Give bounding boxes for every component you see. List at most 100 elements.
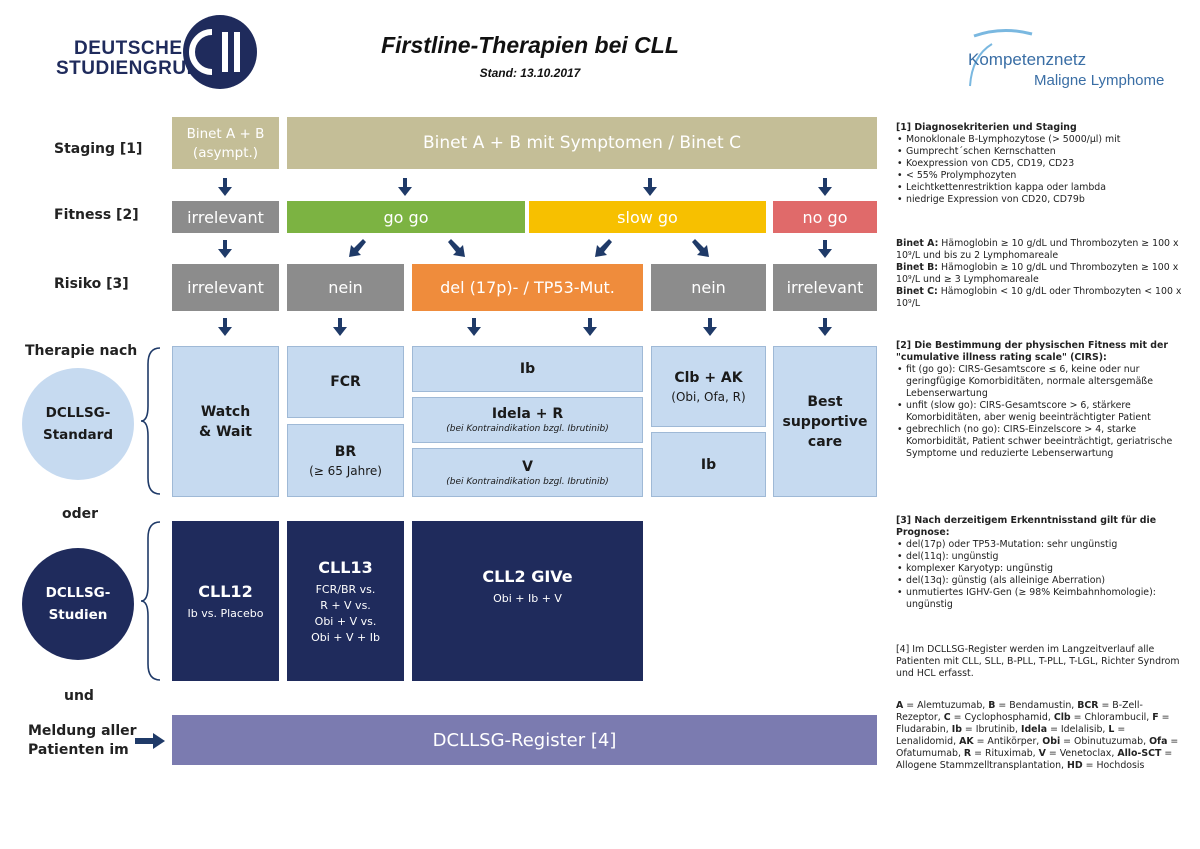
staging-binet-symptoms: Binet A + B mit Symptomen / Binet C — [287, 117, 877, 169]
list-item: komplexer Karyotyp: ungünstig — [897, 563, 1186, 575]
list-item: Gumprecht´schen Kernschatten — [897, 146, 1186, 158]
page-subtitle: Stand: 13.10.2017 — [479, 66, 581, 80]
abbr-value: = Allogene Stammzelltransplantation, — [896, 748, 1173, 772]
legend-binet-b-text: Hämoglobin ≥ 10 g/dL und Thrombozyten ≥ … — [896, 262, 1179, 286]
legend-section-3: [3] Nach derzeitigem Erkenntnisstand gil… — [896, 515, 1186, 611]
down-arrow-icon — [218, 240, 232, 258]
label-meldung-line1: Meldung aller — [28, 723, 137, 739]
therapy-ib-2: Ib — [651, 432, 766, 497]
list-item: fit (go go): CIRS-Gesamtscore ≤ 6, keine… — [897, 364, 1186, 400]
diagonal-arrow-icon — [692, 239, 709, 257]
list-item: < 55% Prolymphozyten — [897, 170, 1186, 182]
fitness-slowgo: slow go — [529, 201, 766, 233]
down-arrow-icon — [818, 178, 832, 196]
abbr-value: = Antikörper, — [973, 736, 1043, 748]
study-cll13: CLL13 FCR/BR vs. R + V vs. Obi + V vs. O… — [287, 521, 404, 681]
register-text: DCLLSG-Register [4] — [432, 729, 617, 751]
legend-s3-title: [3] Nach derzeitigem Erkenntnisstand gil… — [896, 515, 1157, 539]
legend-binet-a: Binet A: Hämoglobin ≥ 10 g/dL und Thromb… — [896, 238, 1186, 262]
legend-s2-list: fit (go go): CIRS-Gesamtscore ≤ 6, keine… — [896, 364, 1186, 460]
logo-text-line2: STUDIENGRUPPE — [56, 58, 227, 79]
down-arrow-icon — [818, 240, 832, 258]
abbr-value: = Fludarabin, — [896, 712, 1170, 736]
therapy-v: V (bei Kontraindikation bzgl. Ibrutinib) — [412, 448, 643, 497]
label-oder: oder — [62, 506, 99, 522]
therapy-idela-r: Idela + R (bei Kontraindikation bzgl. Ib… — [412, 397, 643, 443]
study-cll2-give: CLL2 GIVe Obi + Ib + V — [412, 521, 643, 681]
list-item: del(17p) oder TP53-Mutation: sehr ungüns… — [897, 539, 1186, 551]
staging-symptoms-text: Binet A + B mit Symptomen / Binet C — [423, 133, 741, 153]
legend-s1-list: Monoklonale B-Lymphozytose (> 5000/µl) m… — [896, 134, 1186, 206]
legend-s1-title: [1] Diagnosekriterien und Staging — [896, 122, 1077, 133]
label-risiko: Risiko [3] — [54, 276, 129, 292]
list-item: Monoklonale B-Lymphozytose (> 5000/µl) m… — [897, 134, 1186, 146]
therapy-bsc: Best supportive care — [773, 346, 877, 497]
risiko-nein-right-text: nein — [691, 278, 726, 297]
legend-binet-c-label: Binet C: — [896, 286, 938, 298]
abbr-value: = Bendamustin, — [995, 700, 1078, 711]
legend-binet-c: Binet C: Hämoglobin < 10 g/dL oder Throm… — [896, 286, 1186, 310]
logo-text-line1: DEUTSCHE — [74, 38, 183, 59]
abbr-key: L — [1108, 724, 1115, 736]
abbr-key: B — [988, 700, 996, 711]
therapy-br-text: BR — [334, 443, 357, 460]
risiko-nein-right: nein — [651, 264, 766, 311]
label-staging: Staging [1] — [54, 141, 143, 157]
therapy-watch-line2: & Wait — [199, 423, 252, 440]
abbr-key: Ib — [951, 724, 962, 736]
diagonal-arrow-icon — [595, 239, 612, 257]
abbr-key: F — [1152, 712, 1159, 724]
therapy-bsc-line1: Best — [807, 393, 843, 410]
therapy-bsc-line3: care — [807, 433, 843, 450]
abbr-value: = Ofatumumab, — [896, 736, 1179, 760]
therapy-watch-line1: Watch — [200, 403, 251, 420]
curly-brace-icon — [140, 521, 161, 681]
list-item: niedrige Expression von CD20, CD79b — [897, 194, 1186, 206]
down-arrow-icon — [583, 318, 597, 336]
risiko-irrelevant-left: irrelevant — [172, 264, 279, 311]
risiko-nein-left-text: nein — [328, 278, 363, 297]
label-meldung-line2: Patienten im — [28, 742, 129, 758]
logo-kompetenznetz: Kompetenznetz Maligne Lymphome — [962, 26, 1187, 96]
legend-s4-text: [4] Im DCLLSG-Register werden im Langzei… — [896, 644, 1180, 680]
fitness-slowgo-text: slow go — [617, 207, 678, 227]
therapy-bsc-line2: supportive — [782, 413, 868, 430]
legend-binet: Binet A: Hämoglobin ≥ 10 g/dL und Thromb… — [896, 238, 1186, 310]
list-item: del(13q): günstig (als alleinige Aberrat… — [897, 575, 1186, 587]
study-cll13-sub1: FCR/BR vs. — [315, 583, 376, 596]
abbr-key: Idela — [1020, 724, 1048, 736]
circle-dcllsg-standard: DCLLSG- Standard — [22, 368, 134, 480]
legend-section-2: [2] Die Bestimmung der physischen Fitnes… — [896, 340, 1186, 460]
label-therapie-nach: Therapie nach — [25, 343, 138, 359]
study-cll2-sub: Obi + Ib + V — [493, 592, 562, 605]
staging-asympt-line2: (asympt.) — [192, 144, 259, 161]
risiko-del17p: del (17p)- / TP53-Mut. — [412, 264, 643, 311]
down-arrow-icon — [467, 318, 481, 336]
right-arrow-icon — [135, 733, 165, 749]
down-arrow-icon — [818, 318, 832, 336]
abbr-key: Ofa — [1149, 736, 1168, 748]
list-item: Leichtkettenrestriktion kappa oder lambd… — [897, 182, 1186, 194]
therapy-watch-wait: Watch & Wait — [172, 346, 279, 497]
fitness-gogo: go go — [287, 201, 525, 233]
therapy-v-text: V — [522, 458, 533, 475]
abbr-value: = Idelalisib, — [1047, 724, 1109, 736]
abbr-key: Obi — [1042, 736, 1061, 748]
abbr-key: HD — [1066, 760, 1083, 772]
legend-s3-list: del(17p) oder TP53-Mutation: sehr ungüns… — [896, 539, 1186, 611]
circle-standard-line1: DCLLSG- — [45, 405, 111, 421]
staging-asympt-line1: Binet A + B — [186, 125, 265, 142]
legend-abbreviations: A = Alemtuzumab, B = Bendamustin, BCR = … — [896, 700, 1186, 772]
therapy-clb-ak: Clb + AK (Obi, Ofa, R) — [651, 346, 766, 427]
logo-kompetenznetz-line2: Maligne Lymphome — [1034, 72, 1165, 89]
label-und: und — [64, 688, 94, 704]
abbr-value: = Hochdosis — [1082, 760, 1145, 772]
risiko-irrelevant-right: irrelevant — [773, 264, 877, 311]
therapy-idela-sub: (bei Kontraindikation bzgl. Ibrutinib) — [446, 424, 609, 434]
fitness-nogo-text: no go — [802, 207, 848, 227]
circle-studien-line1: DCLLSG- — [45, 585, 111, 601]
abbr-key: R — [963, 748, 972, 760]
risiko-irrelevant-left-text: irrelevant — [187, 278, 264, 297]
therapy-ib-text: Ib — [519, 361, 536, 377]
study-cll13-sub4: Obi + V + Ib — [311, 631, 380, 644]
